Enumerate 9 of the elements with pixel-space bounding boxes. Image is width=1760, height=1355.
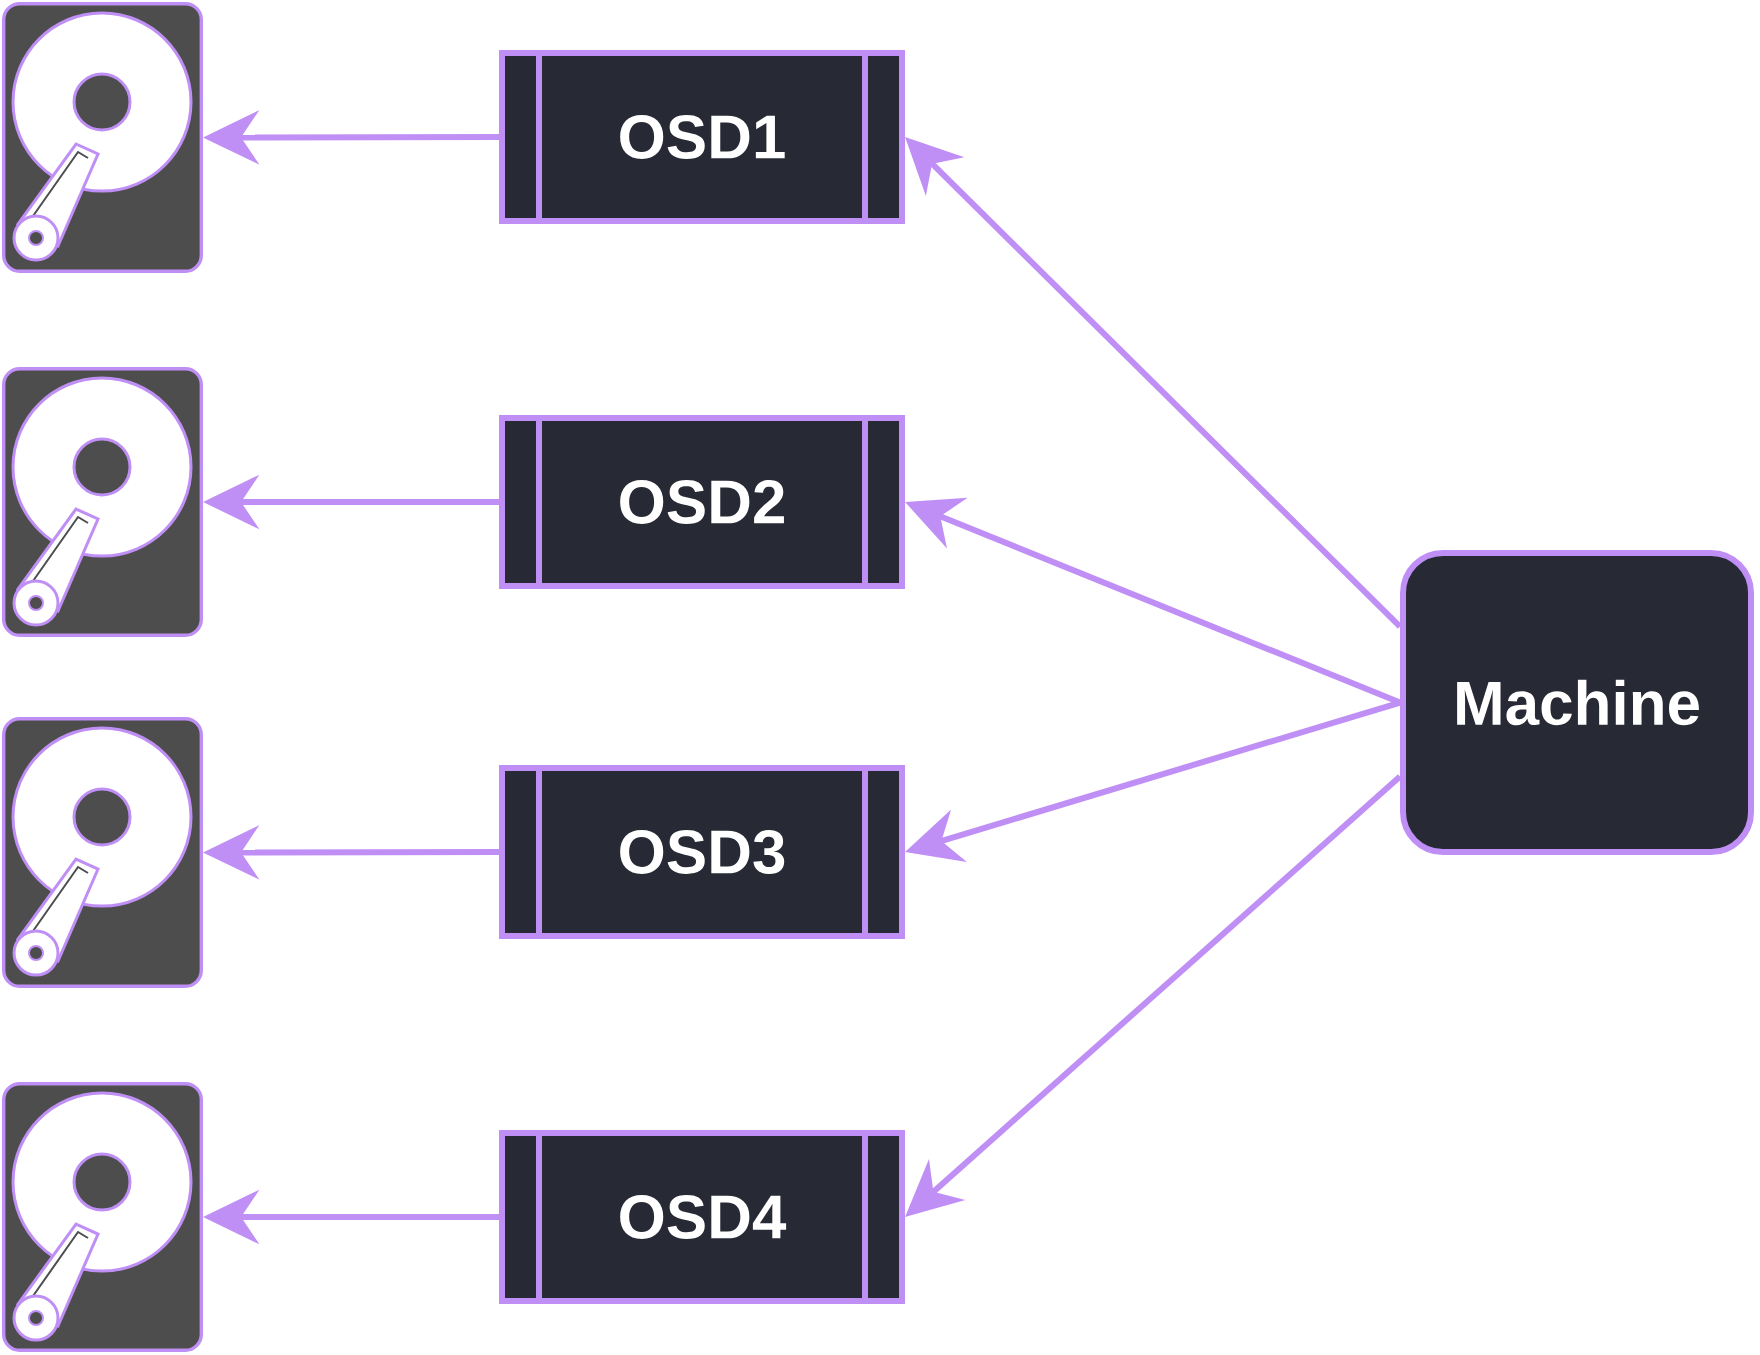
hard-disk-drawing (2, 1082, 203, 1352)
process-box: OSD4 (499, 1127, 905, 1307)
hard-disk-drawing (2, 2, 203, 273)
process-box: OSD2 (499, 412, 905, 592)
process-box: OSD3 (499, 762, 905, 942)
hard-disk-drawing (2, 717, 203, 989)
process-box: OSD1 (499, 47, 905, 227)
machine-box: Machine (1400, 550, 1755, 855)
hard-disk-drawing (2, 367, 203, 637)
